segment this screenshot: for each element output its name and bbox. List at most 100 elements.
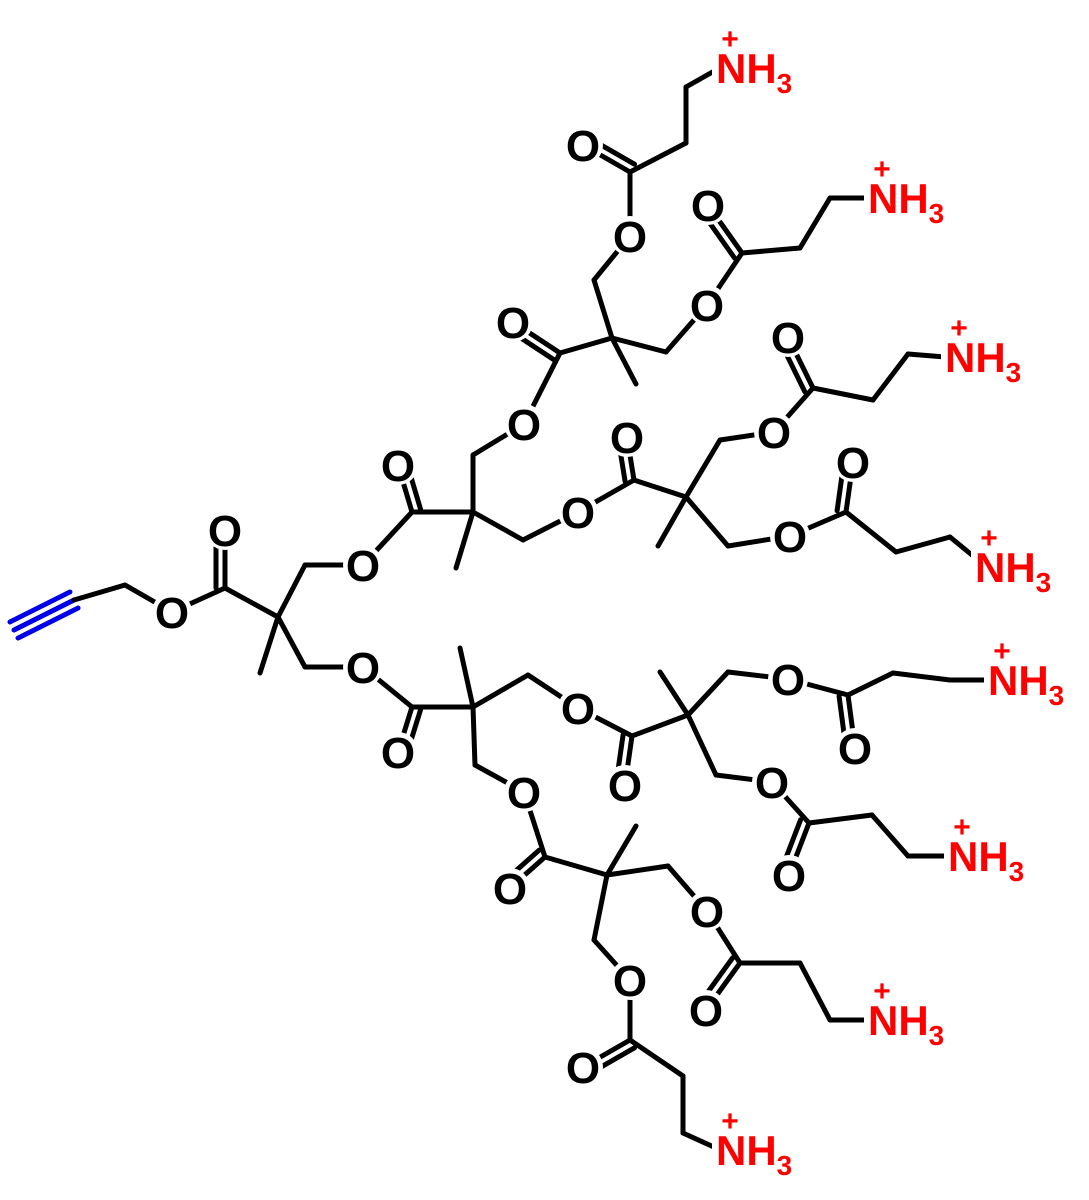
ammonium-label: NH3 [975,544,1051,598]
ammonium-label: NH3 [716,45,792,99]
bond-19 [453,509,476,571]
label-mask [686,990,726,1030]
positive-charge: + [993,635,1011,668]
oxygen-label-7: O [507,401,541,450]
label-mask [563,125,603,165]
ammonium-label: NH3 [945,334,1021,388]
bond-29 [470,672,531,710]
label-mask [378,445,418,485]
bond-4 [71,582,128,603]
bond-89 [893,534,953,555]
bond-47 [683,437,723,500]
oxygen-label-12: O [613,213,647,262]
label-mask [490,868,530,908]
oxygen-label-22: O [613,957,647,1006]
oxygen-label-3: O [346,542,380,591]
bond-76 [739,245,803,256]
bond-64 [604,823,639,878]
label-mask [687,285,727,325]
bond-65 [604,863,671,878]
bond-1 [7,589,73,625]
bond-11 [275,562,308,620]
oxygen-label-24: O [691,182,725,231]
label-mask [984,659,1076,709]
bond-31 [470,704,478,768]
positive-charge: + [980,522,998,555]
oxygen-label-14: O [610,414,644,463]
oxygen-label-5: O [381,442,415,491]
label-mask [605,765,645,805]
positive-charge: + [953,811,971,844]
positive-charge: + [950,312,968,345]
bond-46 [655,494,689,549]
oxygen-label-1: O [155,589,189,638]
label-mask [712,1129,804,1179]
label-mask [833,442,873,482]
ammonium-label: NH3 [868,175,944,229]
label-mask [770,516,810,556]
label-mask [864,999,956,1049]
bond-9 [222,585,281,620]
ammonium-label: NH3 [716,1127,792,1181]
oxygen-label-20: O [493,865,527,914]
bond-112 [627,1037,686,1079]
oxygen-label-30: O [566,1044,600,1093]
bond-55 [657,669,691,718]
bond-38 [591,277,615,341]
label-mask [493,302,533,342]
label-mask [944,835,1036,885]
oxygen-label-26: O [836,439,870,488]
bond-34 [557,335,615,356]
oxygen-label-25: O [771,314,805,363]
bond-114 [680,1130,719,1151]
oxygen-label-23: O [566,122,600,171]
label-mask [687,891,727,931]
label-mask [864,177,956,227]
bond-13 [275,614,308,670]
oxygen-label-17: O [608,762,642,811]
ammonium-label: NH3 [948,833,1024,887]
label-mask [769,855,809,895]
label-mask [563,1047,603,1087]
bond-52 [629,712,691,739]
label-mask [558,492,598,532]
bond-72 [683,67,719,90]
oxygen-label-4: O [346,644,380,693]
oxygen-label-28: O [772,852,806,901]
label-mask [205,510,245,550]
bond-10 [257,614,281,676]
bond-3 [15,605,81,641]
oxygen-label-6: O [381,729,415,778]
label-mask [343,545,383,585]
oxygen-label-27: O [838,725,872,774]
bond-56 [685,669,731,718]
label-mask [343,647,383,687]
ammonium-label: NH3 [868,997,944,1051]
bond-67 [591,872,610,943]
bond-83 [870,351,911,403]
bond-28 [457,645,476,710]
label-mask [688,185,728,225]
label-mask [835,728,875,768]
label-mask [152,592,192,632]
oxygen-label-10: O [507,769,541,818]
oxygen-label-19: O [755,759,789,808]
label-mask [378,732,418,772]
label-mask [754,412,794,452]
bond-82 [810,385,876,403]
ammonium-label: NH3 [988,657,1064,711]
oxygen-label-2: O [208,507,242,556]
bond-37 [609,335,639,387]
bond-2 [11,597,77,633]
label-mask [610,960,650,1000]
label-mask [712,47,804,97]
label-mask [504,772,544,812]
oxygen-label-18: O [771,656,805,705]
oxygen-label-9: O [561,685,595,734]
label-mask [768,317,808,357]
oxygen-label-11: O [496,299,530,348]
positive-charge: + [721,23,739,56]
bond-101 [869,812,911,859]
